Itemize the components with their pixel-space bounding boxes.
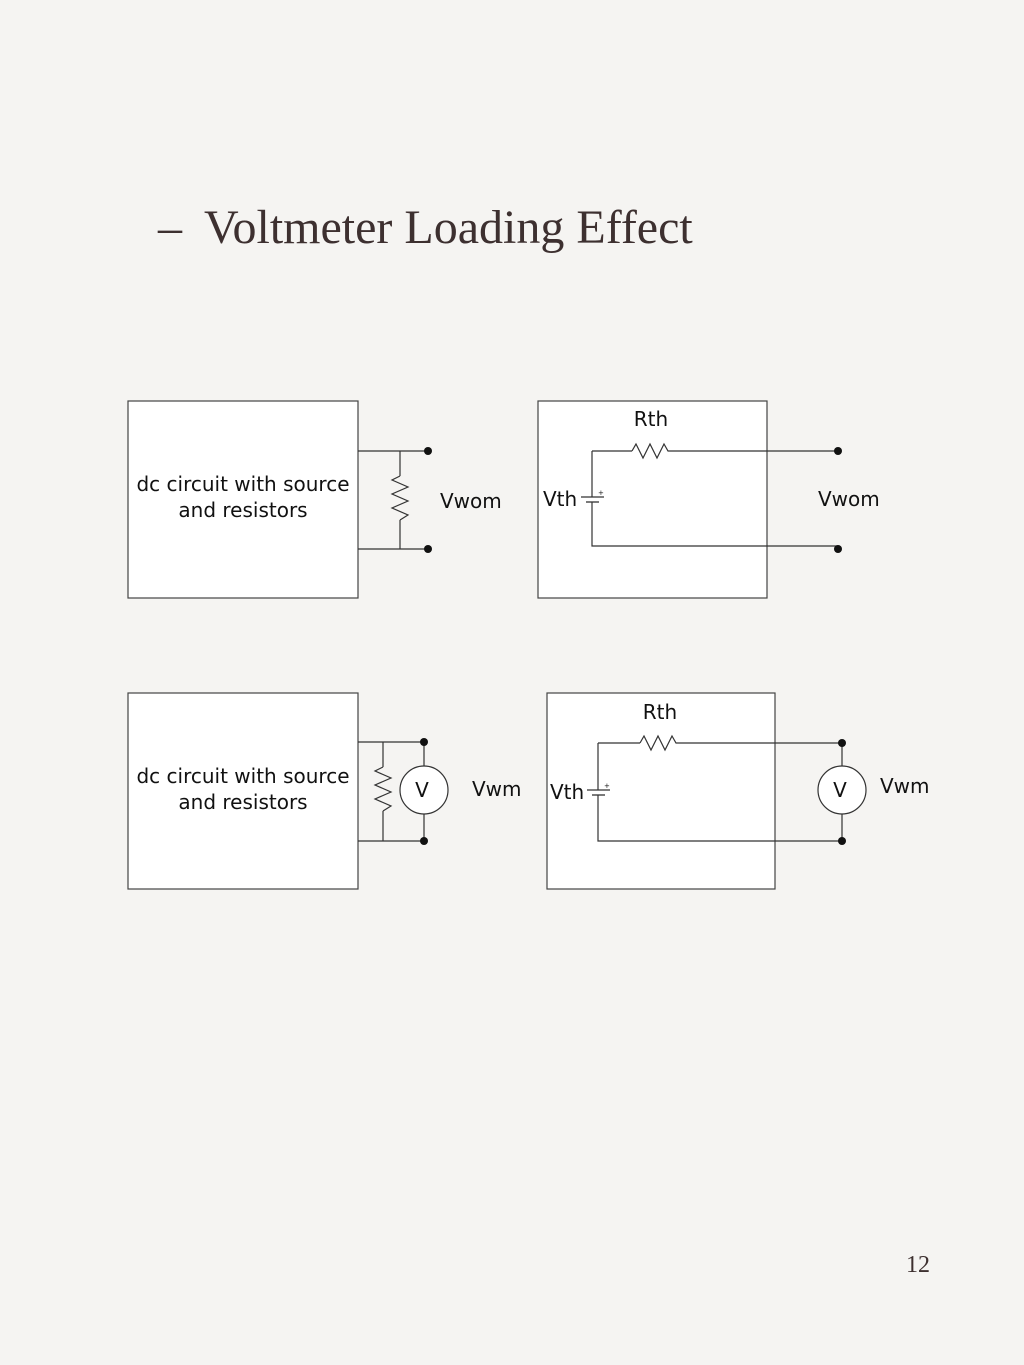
diagram-thevenin-2: Rth + Vth V Vwm — [546, 692, 930, 890]
output-label: Vwm — [880, 774, 930, 798]
output-label: Vwom — [440, 489, 502, 513]
page-number: 12 — [906, 1252, 930, 1278]
terminal-dot-icon — [424, 545, 432, 553]
thevenin-box — [546, 692, 776, 890]
battery-icon: + — [587, 782, 610, 801]
diagram-circuit-2: dc circuit with source and resistors V V… — [127, 692, 522, 890]
thevenin-box — [537, 400, 768, 599]
terminal-dot-icon — [420, 738, 428, 746]
dc-circuit-box — [127, 400, 359, 599]
box-label-line2: and resistors — [178, 498, 307, 522]
resistor-icon — [373, 766, 393, 812]
box-label-line1: dc circuit with source — [136, 764, 349, 788]
svg-text:+: + — [604, 782, 610, 790]
output-label: Vwom — [818, 487, 880, 511]
title-bullet: – — [158, 201, 182, 254]
dc-circuit-box — [127, 692, 359, 890]
diagram-thevenin-1: Rth + Vth Vwom — [537, 400, 880, 599]
terminal-dot-icon — [838, 739, 846, 747]
wires — [358, 741, 425, 842]
title-text: Voltmeter Loading Effect — [204, 201, 693, 254]
meter-label: V — [833, 778, 847, 802]
terminal-dot-icon — [424, 447, 432, 455]
rth-label: Rth — [643, 700, 677, 724]
meter-label: V — [415, 778, 429, 802]
box-label-line1: dc circuit with source — [136, 472, 349, 496]
resistor-icon — [631, 442, 672, 460]
voltmeter-icon — [399, 765, 449, 815]
terminal-dot-icon — [834, 447, 842, 455]
voltmeter-icon — [817, 765, 867, 815]
battery-icon: + — [581, 489, 604, 508]
terminal-dot-icon — [834, 545, 842, 553]
resistor-icon — [639, 734, 680, 752]
wires — [358, 450, 428, 550]
wires — [597, 742, 843, 842]
rth-label: Rth — [634, 407, 668, 431]
slide-title: –Voltmeter Loading Effect — [158, 200, 693, 255]
resistor-icon — [390, 475, 410, 521]
box-label-line2: and resistors — [178, 790, 307, 814]
wires — [591, 450, 838, 547]
diagram-circuit-1: dc circuit with source and resistors Vwo… — [127, 400, 502, 599]
vth-label: Vth — [550, 780, 584, 804]
terminal-dot-icon — [838, 837, 846, 845]
svg-text:+: + — [598, 489, 604, 497]
output-label: Vwm — [472, 777, 522, 801]
terminal-dot-icon — [420, 837, 428, 845]
vth-label: Vth — [543, 487, 577, 511]
